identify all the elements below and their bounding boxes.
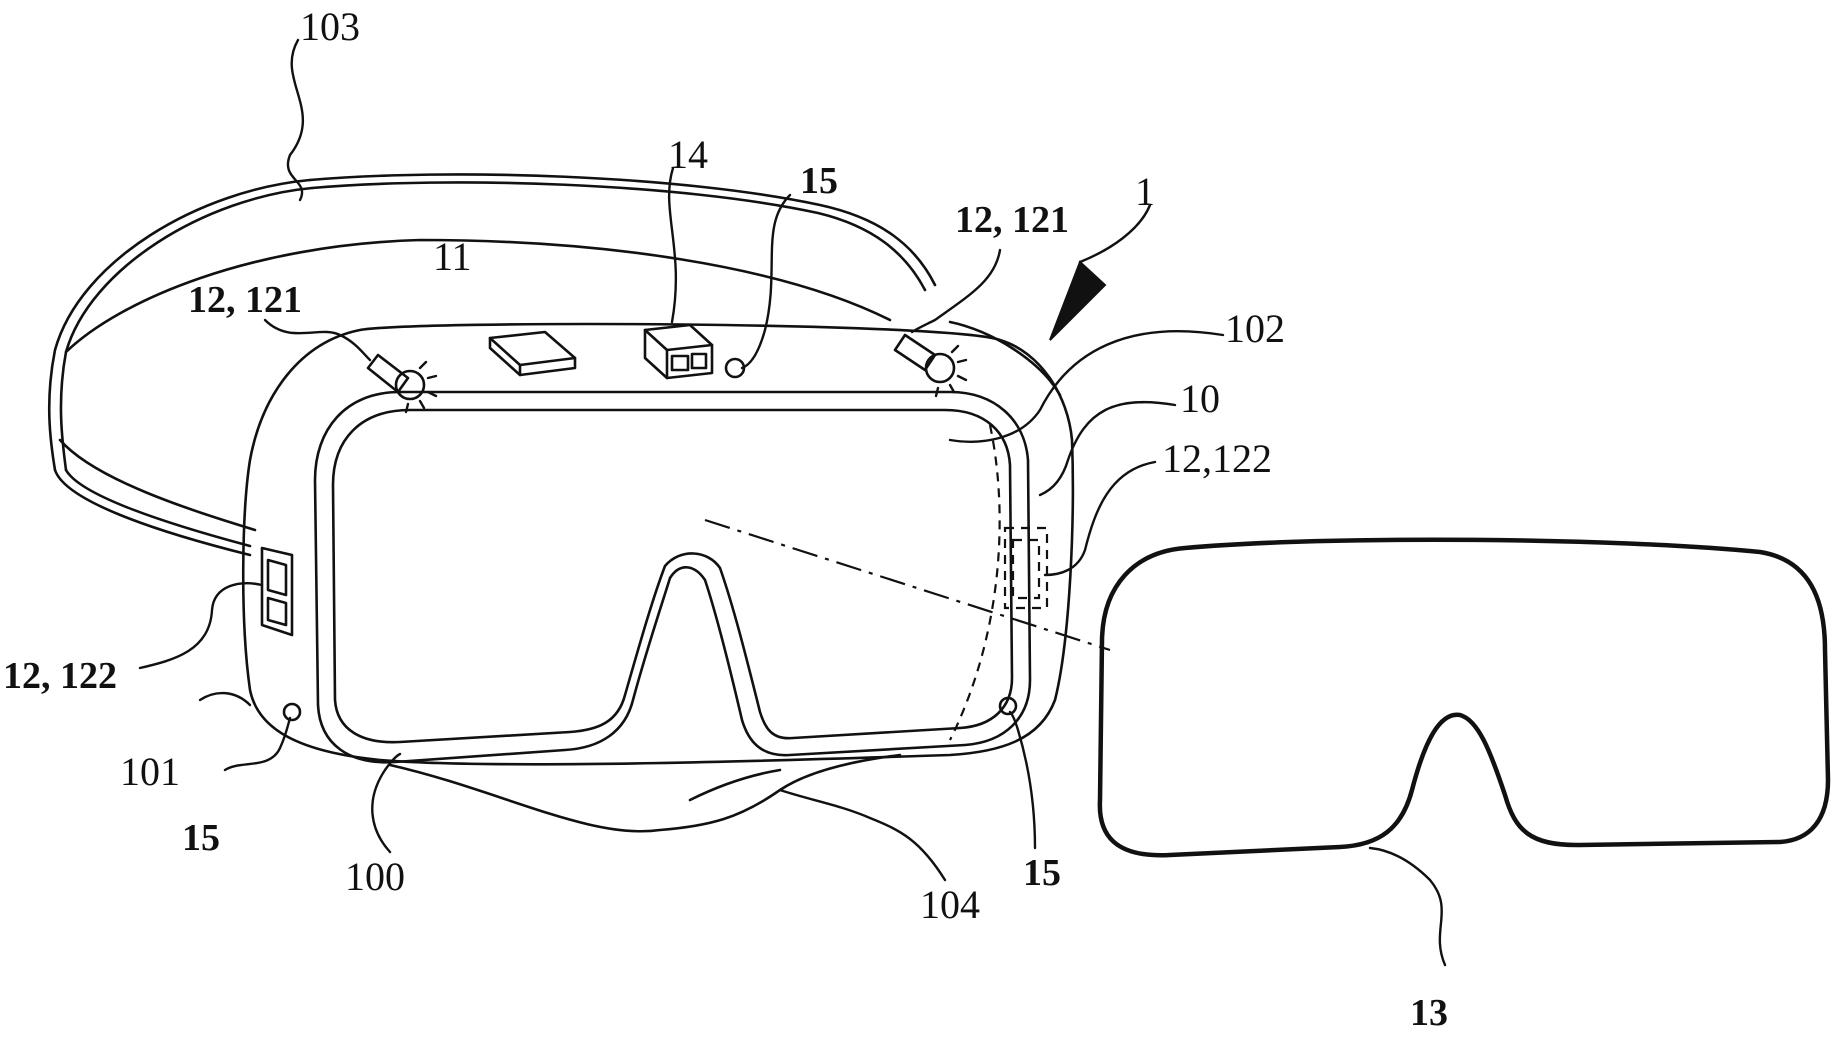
label-12-122-right: 12,122 xyxy=(1162,436,1272,481)
nose-area xyxy=(390,755,900,831)
label-12-121-left: 12, 121 xyxy=(188,279,302,321)
label-14: 14 xyxy=(668,132,708,177)
leader-10 xyxy=(1040,402,1175,495)
label-100: 100 xyxy=(345,854,405,899)
label-12-122-left: 12, 122 xyxy=(3,655,117,697)
label-102: 102 xyxy=(1225,306,1285,351)
leader-12-121-left xyxy=(265,320,370,360)
label-13: 13 xyxy=(1410,992,1448,1034)
leader-100 xyxy=(372,754,400,852)
label-1: 1 xyxy=(1135,169,1155,214)
nose-fold xyxy=(690,770,780,800)
arrow-1 xyxy=(1050,262,1105,340)
label-11: 11 xyxy=(433,234,472,279)
label-15-left: 15 xyxy=(182,817,220,859)
goggle-body xyxy=(243,322,1073,764)
label-12-121-right: 12, 121 xyxy=(955,199,1069,241)
lens-frame xyxy=(315,392,1030,762)
component-14-box xyxy=(645,325,712,378)
light-left-12-121 xyxy=(368,355,436,412)
leader-13 xyxy=(1370,848,1445,965)
component-11-chip xyxy=(490,332,575,375)
switch-left-12-122 xyxy=(262,548,292,635)
center-axis-line xyxy=(705,520,1110,650)
label-104: 104 xyxy=(920,882,980,927)
label-103: 103 xyxy=(300,4,360,49)
inner-boundary-dashed xyxy=(950,425,1000,740)
label-15-right: 15 xyxy=(1023,852,1061,894)
leader-103 xyxy=(288,40,303,200)
hole-15-left xyxy=(284,704,300,720)
leader-15-left xyxy=(225,718,290,770)
light-right-12-121 xyxy=(895,335,966,396)
leader-101 xyxy=(200,693,250,705)
head-strap xyxy=(49,174,935,555)
label-10: 10 xyxy=(1180,376,1220,421)
separate-lens-13 xyxy=(1100,540,1828,856)
label-101: 101 xyxy=(120,749,180,794)
leader-104 xyxy=(780,790,945,880)
label-15-top: 15 xyxy=(800,160,838,202)
leader-12-122-right xyxy=(1045,462,1155,575)
